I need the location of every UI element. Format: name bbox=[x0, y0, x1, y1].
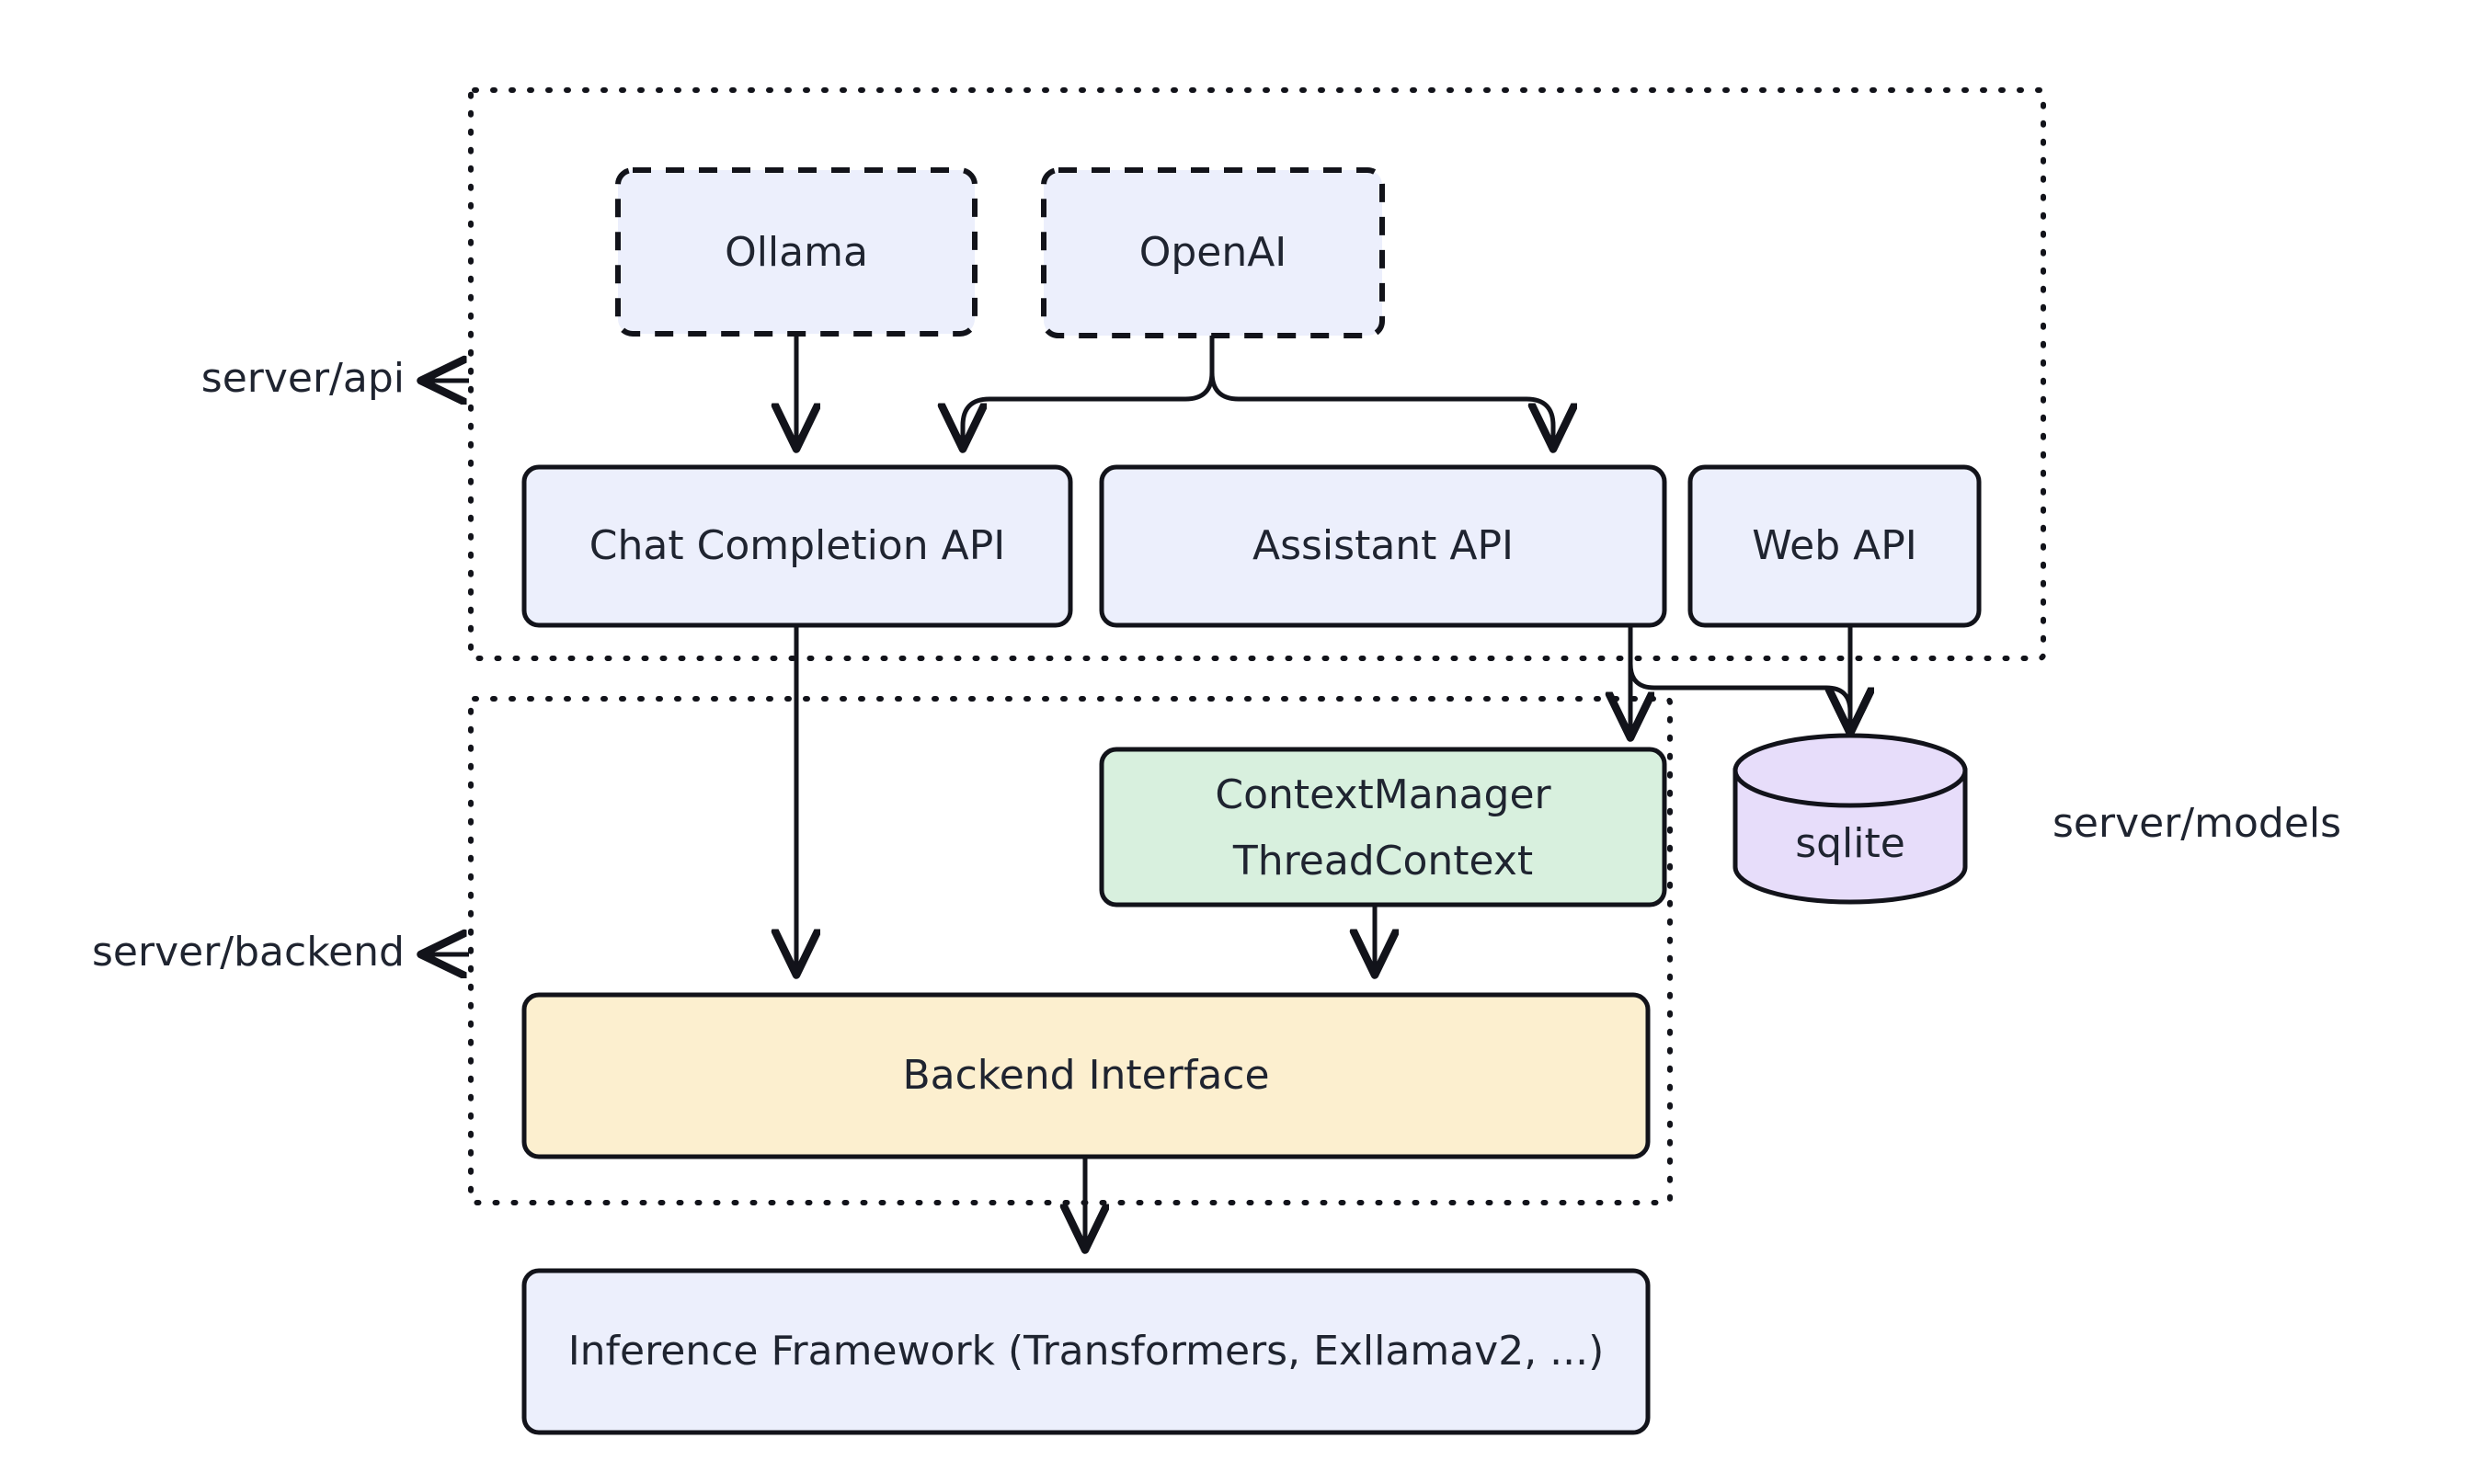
node-assistant-api-shape bbox=[1099, 464, 1667, 628]
node-inference-framework-shape bbox=[521, 1268, 1651, 1435]
node-chat-completion-api-shape bbox=[521, 464, 1073, 628]
edge-openai-to-chat-completion bbox=[963, 336, 1215, 447]
edge-openai-to-assistant bbox=[1209, 336, 1553, 447]
node-sqlite[interactable]: sqlite bbox=[1732, 733, 1968, 905]
node-chat-completion-api[interactable]: Chat Completion API bbox=[521, 464, 1073, 628]
cluster-label-server-backend: server/backend bbox=[92, 929, 405, 976]
side-label-server-models: server/models bbox=[2053, 800, 2341, 847]
cluster-label-server-api: server/api bbox=[201, 355, 405, 402]
node-sqlite-top bbox=[1732, 733, 1968, 808]
node-assistant-api[interactable]: Assistant API bbox=[1099, 464, 1667, 628]
node-openai-shape bbox=[1041, 167, 1385, 338]
node-sqlite-body bbox=[1732, 768, 1968, 905]
node-backend-interface-label: Backend Interface bbox=[902, 1052, 1269, 1099]
node-context-manager-label-line1: ContextManager bbox=[1215, 771, 1551, 818]
node-openai[interactable]: OpenAI bbox=[1041, 167, 1385, 338]
node-context-manager-shape bbox=[1099, 747, 1667, 908]
node-context-manager[interactable]: ContextManager ThreadContext bbox=[1099, 747, 1667, 908]
node-backend-interface[interactable]: Backend Interface bbox=[521, 992, 1651, 1159]
node-context-manager-label-line2: ThreadContext bbox=[1232, 838, 1533, 885]
node-ollama-shape bbox=[615, 167, 978, 337]
edge-assistant-to-sqlite bbox=[1628, 625, 1850, 731]
node-backend-interface-shape bbox=[521, 992, 1651, 1159]
node-openai-label: OpenAI bbox=[1139, 229, 1287, 276]
node-ollama[interactable]: Ollama bbox=[615, 167, 978, 337]
cluster-server-api bbox=[468, 87, 2046, 661]
node-chat-completion-api-label: Chat Completion API bbox=[589, 522, 1005, 569]
node-sqlite-label: sqlite bbox=[1795, 820, 1905, 867]
node-web-api[interactable]: Web API bbox=[1687, 464, 1982, 628]
node-inference-framework[interactable]: Inference Framework (Transformers, Exlla… bbox=[521, 1268, 1651, 1435]
node-ollama-label: Ollama bbox=[725, 229, 868, 276]
node-web-api-label: Web API bbox=[1752, 522, 1917, 569]
cluster-server-backend bbox=[468, 696, 1673, 1205]
node-web-api-shape bbox=[1687, 464, 1982, 628]
node-assistant-api-label: Assistant API bbox=[1252, 522, 1514, 569]
node-inference-framework-label: Inference Framework (Transformers, Exlla… bbox=[568, 1328, 1605, 1375]
